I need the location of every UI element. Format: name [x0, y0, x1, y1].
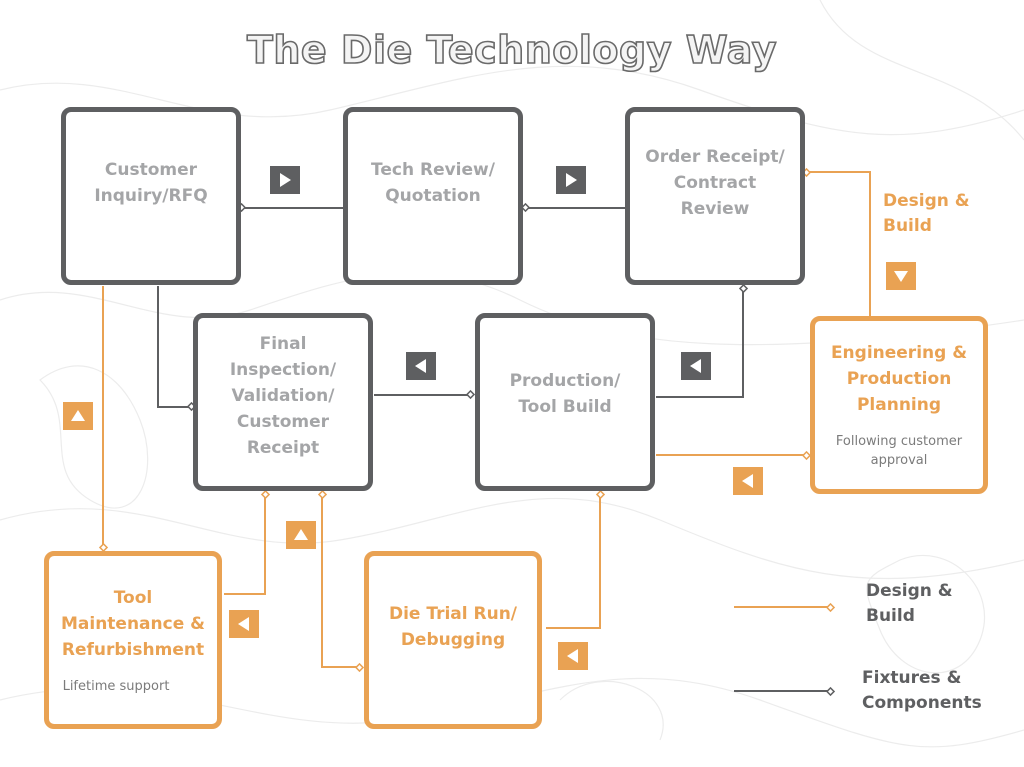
step-tool-maintenance: Tool Maintenance & Refurbishment Lifetim… [44, 551, 222, 729]
design-build-side-label: Design & Build [883, 191, 970, 236]
step-note: Following customer approval [835, 434, 963, 468]
play-left-icon [406, 352, 436, 380]
play-up-icon [286, 521, 316, 549]
connector-node [260, 489, 271, 500]
connector-node [98, 542, 109, 553]
connector-maintenance-to-inspection [224, 494, 266, 595]
legend-label-fixtures: Fixtures & Components [862, 668, 982, 713]
play-right-icon [556, 166, 586, 194]
play-right-icon [270, 166, 300, 194]
step-label: Tech Review/ Quotation [371, 160, 495, 206]
step-production: Production/ Tool Build [475, 313, 655, 491]
step-label: Final Inspection/ Validation/ Customer R… [229, 334, 337, 458]
connector-inquiry-to-inspection [157, 286, 193, 408]
connector-node [738, 283, 749, 294]
step-label: Tool Maintenance & Refurbishment [60, 587, 205, 660]
connector-node [520, 202, 531, 213]
step-label: Order Receipt/ Contract Review [645, 147, 785, 219]
legend-label-design-build: Design & Build [866, 581, 953, 626]
step-order-receipt: Order Receipt/ Contract Review [625, 107, 805, 285]
connector-node [825, 686, 836, 697]
connector-production-to-trial [546, 494, 601, 629]
step-tech-review: Tech Review/ Quotation [343, 107, 523, 285]
step-final-inspection: Final Inspection/ Validation/ Customer R… [193, 313, 373, 491]
step-die-trial: Die Trial Run/ Debugging [364, 551, 542, 729]
play-down-icon [886, 262, 916, 290]
play-left-icon [733, 467, 763, 495]
connector-node [354, 662, 365, 673]
step-customer-inquiry: Customer Inquiry/RFQ [61, 107, 241, 285]
page-title: The Die Technology Way [246, 27, 778, 73]
step-label: Customer Inquiry/RFQ [94, 160, 208, 206]
step-label: Production/ Tool Build [509, 371, 621, 417]
connector-node [465, 389, 476, 400]
play-left-icon [558, 642, 588, 670]
connector-node [825, 602, 836, 613]
connector-node [595, 489, 606, 500]
play-left-icon [229, 610, 259, 638]
connector-order-to-engineering [806, 171, 871, 318]
play-left-icon [681, 352, 711, 380]
step-label: Engineering & Production Planning [830, 343, 968, 415]
connector-node [317, 489, 328, 500]
connector-order-to-production [656, 288, 744, 398]
connector-inspection-to-trial [321, 494, 362, 668]
step-note: Lifetime support [62, 678, 170, 694]
step-engineering: Engineering & Production Planning Follow… [810, 316, 988, 494]
play-up-icon [63, 402, 93, 430]
connector-node [801, 450, 812, 461]
step-label: Die Trial Run/ Debugging [388, 604, 518, 650]
